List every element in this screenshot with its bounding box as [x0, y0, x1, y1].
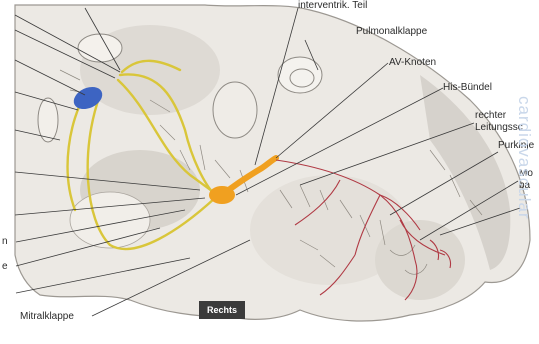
- vessel-stub: [78, 34, 122, 62]
- watermark-text: cardiovascular: [512, 96, 534, 344]
- label-mitralklappe: Mitralklappe: [20, 311, 74, 322]
- label-his-buendel: His-Bündel: [443, 82, 492, 93]
- valve-ring: [278, 57, 322, 93]
- left-ventricle-lumen: [70, 192, 150, 248]
- label-pulmonalklappe: Pulmonalklappe: [356, 26, 427, 37]
- central-vessel: [213, 82, 257, 138]
- lower-chamber-shade: [375, 220, 465, 300]
- label-interventrik: interventrik. Teil: [298, 0, 367, 11]
- label-left-n: n: [2, 236, 8, 247]
- label-av-knoten: AV-Knoten: [389, 57, 436, 68]
- rechts-caption-box: Rechts: [199, 301, 245, 319]
- label-rechter: rechter: [475, 110, 506, 121]
- av-node: [209, 186, 235, 204]
- label-left-e: e: [2, 261, 8, 272]
